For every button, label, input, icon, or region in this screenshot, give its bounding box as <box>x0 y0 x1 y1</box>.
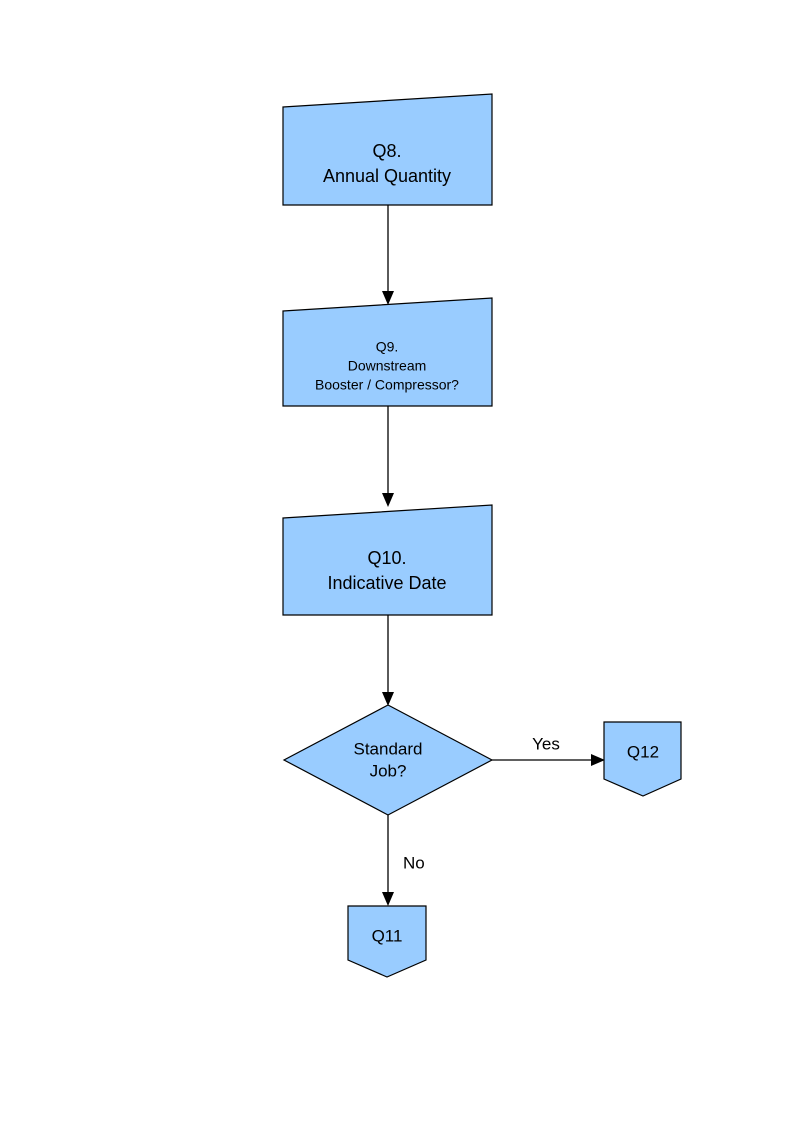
connector-q10-decision <box>382 615 394 706</box>
node-q8-line2: Annual Quantity <box>323 166 451 186</box>
node-q10-line1: Q10. <box>367 548 406 568</box>
node-decision-line1: Standard <box>354 739 423 758</box>
node-q9-line2: Downstream <box>348 358 427 374</box>
node-q12-label: Q12 <box>627 742 659 761</box>
node-decision-line2: Job? <box>370 761 407 780</box>
node-q11-shape[interactable] <box>347 905 427 978</box>
node-q10-line2: Indicative Date <box>327 573 446 593</box>
node-q10-shape[interactable] <box>282 504 493 616</box>
edge-label-no: No <box>403 853 425 872</box>
connector-q8-q9-arrowhead <box>382 291 394 305</box>
node-q11[interactable]: Q11 <box>347 905 427 978</box>
node-q9-line3: Booster / Compressor? <box>315 377 459 393</box>
node-q12[interactable]: Q12 <box>603 721 682 797</box>
connector-q10-decision-arrowhead <box>382 692 394 706</box>
connector-q9-q10-arrowhead <box>382 493 394 507</box>
connector-decision-q12: Yes <box>492 734 605 766</box>
node-q10[interactable]: Q10. Indicative Date <box>282 504 493 616</box>
node-q8-shape[interactable] <box>282 93 493 206</box>
node-q11-label: Q11 <box>372 926 403 945</box>
node-q12-shape[interactable] <box>603 721 682 797</box>
connector-decision-q12-arrowhead <box>591 754 605 766</box>
node-q9-line1: Q9. <box>376 339 399 355</box>
connector-q9-q10 <box>382 406 394 507</box>
edge-label-yes: Yes <box>532 734 560 753</box>
node-decision-shape[interactable] <box>282 704 494 816</box>
node-q8-line1: Q8. <box>372 141 401 161</box>
node-q9-shape[interactable] <box>282 297 493 407</box>
connector-q8-q9 <box>382 205 394 305</box>
connector-decision-q11-arrowhead <box>382 892 394 906</box>
node-decision-standard-job[interactable]: Standard Job? <box>282 704 494 816</box>
node-q8[interactable]: Q8. Annual Quantity <box>282 93 493 206</box>
connector-decision-q11: No <box>382 815 425 906</box>
node-q9[interactable]: Q9. Downstream Booster / Compressor? <box>282 297 493 407</box>
